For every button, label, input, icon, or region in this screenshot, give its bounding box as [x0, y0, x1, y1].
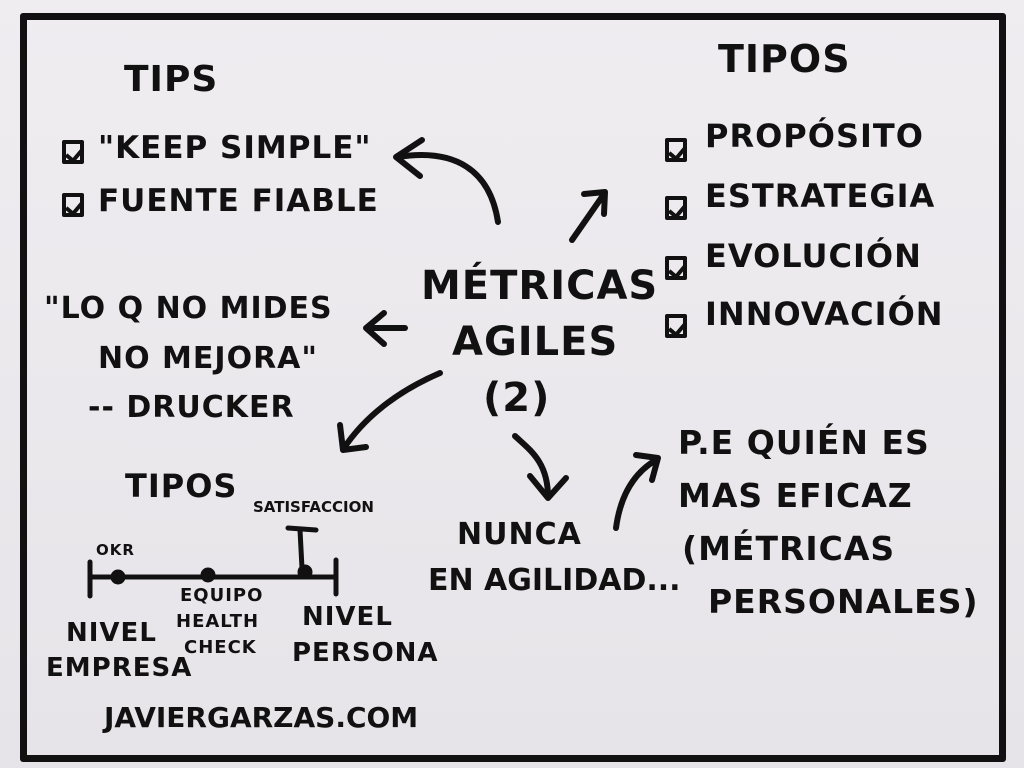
ejemplo-line1: P.E QUIÉN ES [678, 423, 930, 462]
quote-line2: NO MEJORA" [98, 341, 319, 376]
arrowhead-quote [363, 310, 387, 347]
tipos-right-item-innovacion: INNOVACIÓN [705, 295, 944, 333]
okr-dot [110, 569, 126, 585]
nunca-line2: EN AGILIDAD... [428, 563, 681, 598]
tips-title: TIPS [124, 59, 219, 100]
nivel-empresa-line2: EMPRESA [46, 653, 193, 683]
equipo-dot [200, 567, 216, 583]
center-title-line1: MÉTRICAS [421, 263, 659, 309]
arrow-to-tips [395, 152, 501, 225]
tips-item-fuente-fiable: FUENTE FIABLE [98, 183, 379, 219]
satisfaccion-pointer-bar [285, 525, 319, 533]
ejemplo-line2: MAS EFICAZ [678, 476, 913, 515]
checkbox-icon [665, 256, 687, 280]
timeline-label-check: CHECK [184, 637, 257, 658]
checkbox-icon [665, 314, 687, 338]
arrow-to-tipos-right [569, 191, 607, 243]
nunca-line1: NUNCA [457, 517, 582, 552]
center-title-line2: AGILES [452, 319, 619, 365]
checkbox-icon [665, 196, 687, 220]
signature-url: JAVIERGARZAS.COM [104, 701, 419, 734]
nivel-persona-line2: PERSONA [292, 638, 439, 668]
arrowhead-tipos-left [337, 422, 369, 453]
tipos-right-title: TIPOS [718, 37, 851, 81]
arrowhead-nunca [527, 473, 569, 501]
timeline-label-health: HEALTH [176, 611, 260, 632]
satisfaccion-pointer-stem [297, 527, 305, 571]
checkbox-icon [62, 193, 84, 217]
tipos-right-item-proposito: PROPÓSITO [705, 117, 924, 155]
timeline-label-equipo: EQUIPO [180, 585, 264, 606]
timeline-label-okr: OKR [96, 541, 135, 559]
quote-line1: "LO Q NO MIDES [44, 291, 333, 326]
arrowhead-tipos-right [581, 189, 608, 217]
checkbox-icon [62, 140, 84, 164]
quote-line3: -- DRUCKER [88, 390, 295, 425]
ejemplo-line4: PERSONALES) [708, 582, 979, 621]
nivel-empresa-line1: NIVEL [66, 618, 157, 648]
tips-item-keep-simple: "KEEP SIMPLE" [98, 130, 372, 166]
arrow-to-nunca [512, 433, 551, 500]
center-title-line3: (2) [483, 375, 551, 421]
tipos-right-item-evolucion: EVOLUCIÓN [705, 237, 922, 275]
arrow-to-tipos-left [341, 370, 443, 451]
tipos-right-item-estrategia: ESTRATEGIA [705, 177, 936, 215]
checkbox-icon [665, 138, 687, 162]
tipos-left-title: TIPOS [125, 467, 238, 505]
ejemplo-line3: (MÉTRICAS [682, 529, 896, 568]
arrowhead-tips [393, 137, 425, 179]
nivel-persona-line1: NIVEL [302, 602, 393, 632]
arrowhead-ejemplo [633, 452, 661, 483]
arrow-to-ejemplo [613, 457, 659, 531]
drawn-border-frame [20, 13, 1006, 762]
timeline-label-satisfaccion: SATISFACCION [253, 498, 374, 516]
